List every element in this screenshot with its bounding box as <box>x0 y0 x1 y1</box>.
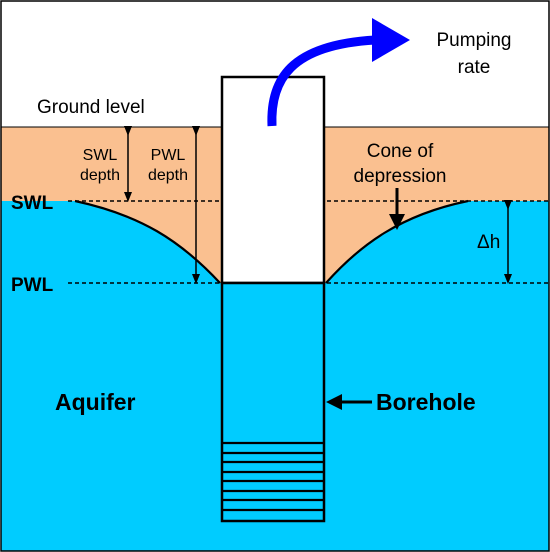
pwl-depth-label-1: PWL <box>151 147 186 164</box>
pumping-arrow-head <box>372 18 410 62</box>
borehole-casing-bottom <box>220 281 326 523</box>
borehole-screen <box>222 441 324 512</box>
cone-left <box>75 201 222 283</box>
cone-curve-right <box>325 199 469 284</box>
cone-right <box>324 201 468 283</box>
pumping-arrow-shaft <box>267 35 376 127</box>
swl-depth-label-2: depth <box>80 167 120 184</box>
borehole-label: Borehole <box>376 389 476 415</box>
pumping-rate-label-1: Pumping <box>437 30 512 51</box>
aquifer-label: Aquifer <box>55 389 136 415</box>
pwl-depth-label-2: depth <box>148 167 188 184</box>
delta-h-label: Δh <box>477 232 500 253</box>
ground-level-label: Ground level <box>37 97 145 118</box>
cone-label-1: Cone of <box>367 141 434 162</box>
borehole-pointer-head <box>326 394 342 410</box>
cone-label-2: depression <box>354 166 447 187</box>
pwl-label: PWL <box>11 275 54 296</box>
cone-curve-left <box>74 199 221 284</box>
cone-pointer-head <box>389 214 405 230</box>
swl-label: SWL <box>11 193 54 214</box>
pumping-rate-label-2: rate <box>458 57 491 78</box>
swl-depth-label-1: SWL <box>83 147 118 164</box>
